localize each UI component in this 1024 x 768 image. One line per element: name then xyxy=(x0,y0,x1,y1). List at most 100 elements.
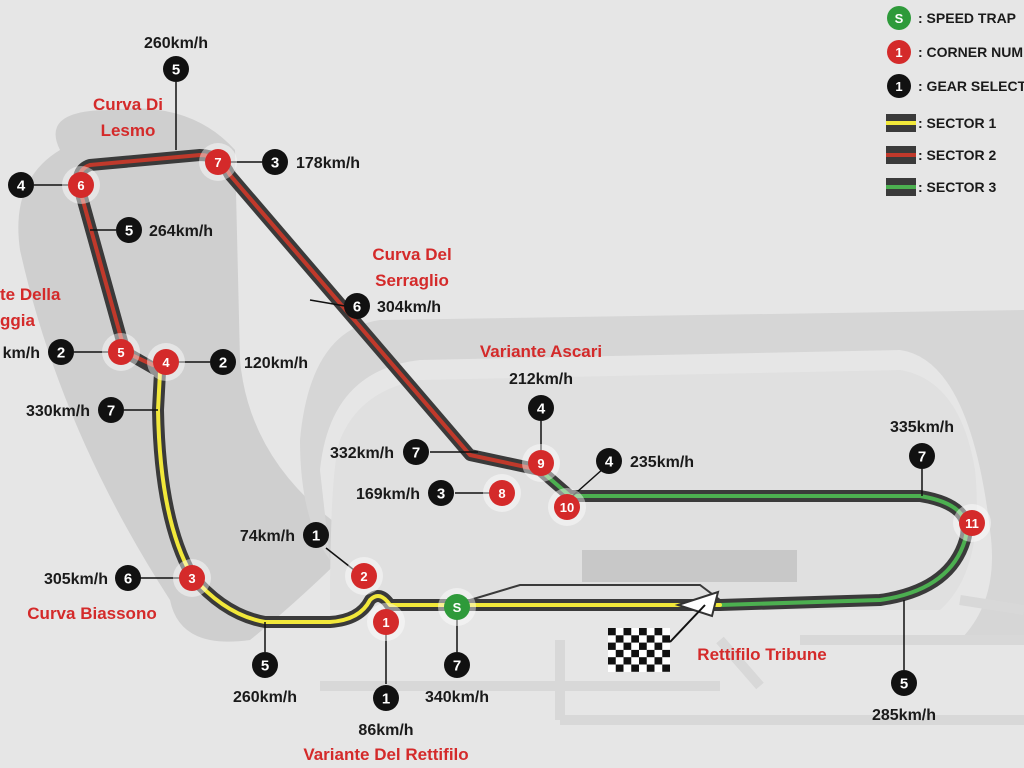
legend-item-corner: 1 : CORNER NUM xyxy=(887,40,1023,64)
infield-shade-left xyxy=(18,108,360,642)
gear-marker: 3 xyxy=(428,480,454,506)
svg-text:: GEAR SELECT: : GEAR SELECT xyxy=(918,78,1024,94)
svg-text:: SECTOR 1: : SECTOR 1 xyxy=(918,115,997,131)
corner-marker: 1 xyxy=(367,603,405,641)
svg-text:2: 2 xyxy=(57,345,65,362)
legend-item-sector-3: : SECTOR 3 xyxy=(886,178,997,196)
gear-marker: 6 xyxy=(115,565,141,591)
svg-text:5: 5 xyxy=(125,223,133,240)
svg-text:4: 4 xyxy=(162,355,170,370)
gear-marker: 1 xyxy=(303,522,329,548)
corner-marker: 2 xyxy=(345,557,383,595)
svg-text:S: S xyxy=(453,600,462,615)
service-roads xyxy=(320,595,1024,725)
corner-name-tribune: Rettifilo Tribune xyxy=(697,645,826,664)
speed-label: 335km/h xyxy=(890,419,954,436)
gear-marker: 2 xyxy=(48,339,74,365)
speed-label: 260km/h xyxy=(233,689,297,706)
speed-label: 74km/h xyxy=(240,528,295,545)
gear-marker: 2 xyxy=(210,349,236,375)
corner-marker: 5 xyxy=(102,333,140,371)
gear-marker: 5 xyxy=(163,56,189,82)
corner-marker: 4 xyxy=(147,343,185,381)
svg-text:1: 1 xyxy=(382,615,389,630)
speed-label: 304km/h xyxy=(377,299,441,316)
speed-label: 120km/h xyxy=(244,355,308,372)
svg-text:2: 2 xyxy=(219,355,227,372)
gear-marker: 4 xyxy=(8,172,34,198)
corner-marker: 3 xyxy=(173,559,211,597)
checkered-flag-icon xyxy=(608,628,670,672)
speed-label: 260km/h xyxy=(144,35,208,52)
svg-text:5: 5 xyxy=(117,345,124,360)
corner-marker: 9 xyxy=(522,444,560,482)
svg-text:6: 6 xyxy=(124,571,132,588)
gear-marker: 5 xyxy=(891,670,917,696)
gear-marker: 7 xyxy=(444,652,470,678)
speed-trap-marker: S xyxy=(438,588,476,626)
svg-text:10: 10 xyxy=(560,500,574,515)
gear-marker: 5 xyxy=(252,652,278,678)
speed-label: 178km/h xyxy=(296,155,360,172)
speed-label: km/h xyxy=(3,345,40,362)
legend-item-sector-1: : SECTOR 1 xyxy=(886,114,997,132)
speed-label: 169km/h xyxy=(356,486,420,503)
pit-building xyxy=(582,550,797,582)
gear-marker: 4 xyxy=(528,395,554,421)
corner-marker: 11 xyxy=(953,504,991,542)
gear-marker: 3 xyxy=(262,149,288,175)
map-legend: S : SPEED TRAP 1 : CORNER NUM 1 : GEAR S… xyxy=(886,6,1024,196)
gear-marker: 7 xyxy=(98,397,124,423)
svg-text:3: 3 xyxy=(437,486,445,503)
sector-3-line xyxy=(538,468,969,607)
speed-label: 340km/h xyxy=(425,689,489,706)
speed-label: 285km/h xyxy=(872,707,936,724)
svg-text:3: 3 xyxy=(271,155,279,172)
legend-item-gear: 1 : GEAR SELECT xyxy=(887,74,1024,98)
corner-marker: 6 xyxy=(62,166,100,204)
svg-text:: CORNER NUM: : CORNER NUM xyxy=(918,44,1023,60)
speed-label: 86km/h xyxy=(358,722,413,739)
svg-text:1: 1 xyxy=(382,691,390,708)
gear-marker: 1 xyxy=(373,685,399,711)
svg-text:2: 2 xyxy=(360,569,367,584)
sector-1-line xyxy=(156,370,722,624)
svg-text:4: 4 xyxy=(17,178,26,195)
corner-marker: 8 xyxy=(483,474,521,512)
svg-text:7: 7 xyxy=(412,445,420,462)
corner-name-lesmo: Lesmo xyxy=(101,121,156,140)
svg-text:: SPEED TRAP: : SPEED TRAP xyxy=(918,10,1016,26)
corner-name-serraglio: Curva Del xyxy=(372,245,451,264)
legend-item-speed-trap: S : SPEED TRAP xyxy=(887,6,1016,30)
svg-text:: SECTOR 2: : SECTOR 2 xyxy=(918,147,997,163)
svg-text:: SECTOR 3: : SECTOR 3 xyxy=(918,179,997,195)
corner-name-biassono: Curva Biassono xyxy=(27,604,156,623)
svg-text:1: 1 xyxy=(895,79,902,94)
speed-label: 305km/h xyxy=(44,571,108,588)
svg-text:9: 9 xyxy=(537,456,544,471)
gear-marker: 4 xyxy=(596,448,622,474)
gear-marker: 7 xyxy=(909,443,935,469)
svg-text:3: 3 xyxy=(188,571,195,586)
svg-text:5: 5 xyxy=(172,62,180,79)
svg-text:5: 5 xyxy=(261,658,269,675)
corner-name-roggia: te Della xyxy=(0,285,61,304)
svg-text:8: 8 xyxy=(498,486,505,501)
svg-text:1: 1 xyxy=(312,528,320,545)
start-line-marker xyxy=(674,590,720,618)
corner-marker: 10 xyxy=(548,488,586,526)
svg-text:7: 7 xyxy=(107,403,115,420)
corner-marker: 7 xyxy=(199,143,237,181)
svg-text:6: 6 xyxy=(77,178,84,193)
tribune-pointer xyxy=(669,604,706,643)
speed-label: 264km/h xyxy=(149,223,213,240)
corner-name-roggia: ggia xyxy=(0,311,35,330)
speed-label: 212km/h xyxy=(509,371,573,388)
corner-name-lesmo: Curva Di xyxy=(93,95,163,114)
svg-text:7: 7 xyxy=(453,658,461,675)
svg-text:1: 1 xyxy=(895,45,902,60)
svg-text:7: 7 xyxy=(214,155,221,170)
svg-text:5: 5 xyxy=(900,676,908,693)
corner-name-rettifilo: Variante Del Rettifilo xyxy=(303,745,468,764)
